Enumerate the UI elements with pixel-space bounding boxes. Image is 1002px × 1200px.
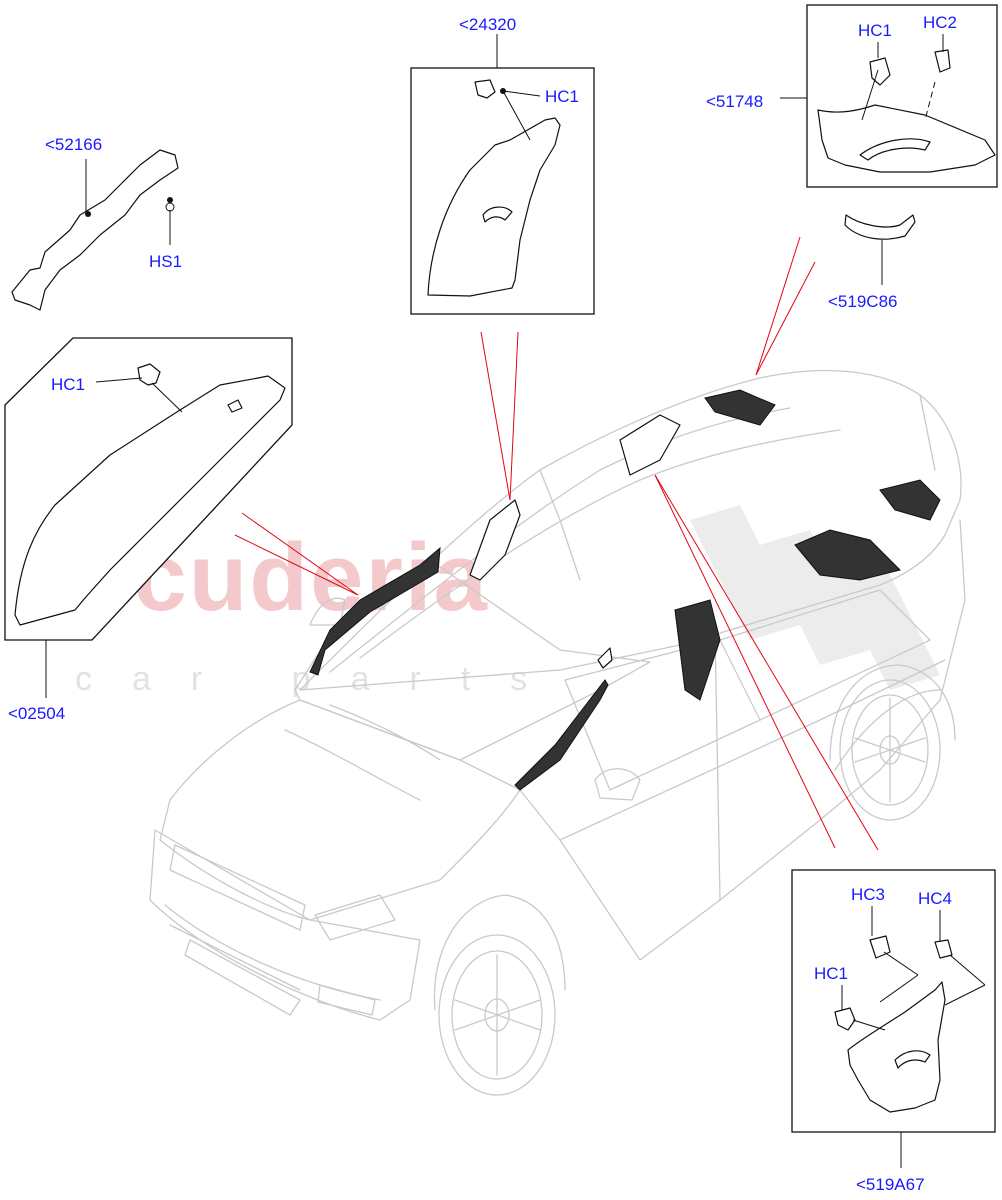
fastener-hc2: HC2 — [923, 13, 957, 32]
callout-51748: <51748 — [706, 92, 763, 111]
part-519A67: HC3 HC4 HC1 <519A67 — [791, 869, 996, 1194]
watermark-sub: car parts — [75, 660, 567, 698]
fastener-hc1-24320: HC1 — [545, 87, 579, 106]
fastener-hc1-02504: HC1 — [51, 375, 85, 394]
part-02504: HC1 <02504 — [4, 337, 293, 723]
fastener-hc4: HC4 — [918, 889, 952, 908]
callout-519A67: <519A67 — [856, 1175, 925, 1194]
fastener-hc1-51748: HC1 — [858, 21, 892, 40]
vehicle-trim-parts — [309, 389, 941, 791]
callout-52166: <52166 — [45, 135, 102, 154]
leader-lines — [234, 236, 879, 851]
part-51748: <51748 HC1 HC2 — [706, 4, 998, 188]
callout-519C86: <519C86 — [828, 292, 897, 311]
callout-02504: <02504 — [8, 704, 65, 723]
part-519C86: <519C86 — [828, 214, 916, 311]
fastener-hs1: HS1 — [149, 252, 182, 271]
fastener-hc3: HC3 — [851, 885, 885, 904]
part-52166: <52166 HS1 — [11, 135, 182, 311]
fastener-hc1-519A67: HC1 — [814, 964, 848, 983]
callout-24320: <24320 — [459, 15, 516, 34]
part-24320: <24320 HC1 — [410, 15, 595, 315]
